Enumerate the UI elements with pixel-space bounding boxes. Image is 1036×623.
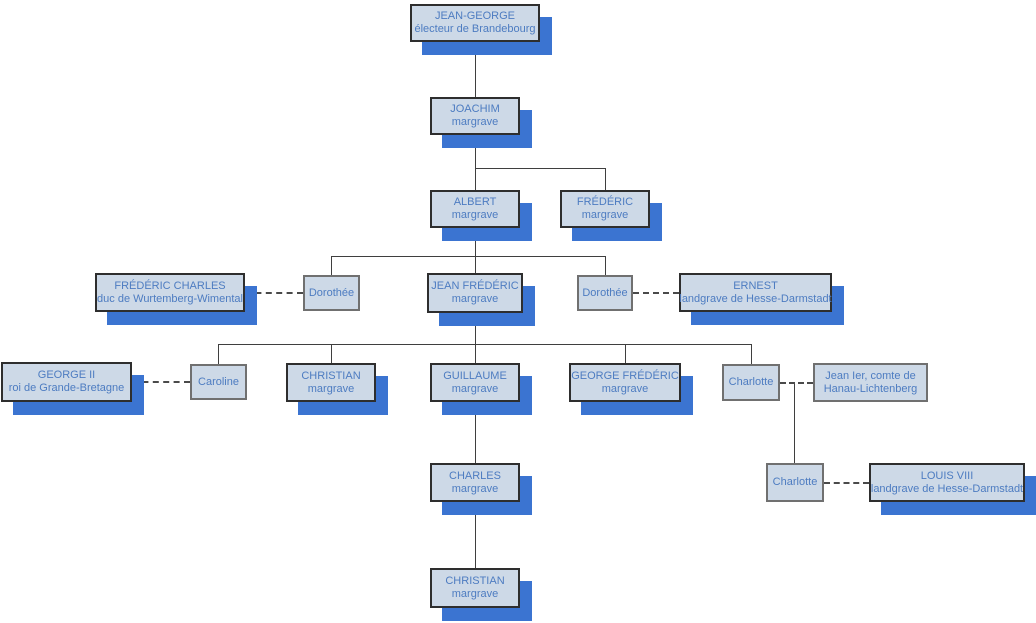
marriage-charlotte-louisviii bbox=[824, 482, 869, 484]
person-name: JOACHIM bbox=[450, 103, 500, 115]
connector-drop-christian bbox=[331, 344, 332, 363]
person-name: Dorothée bbox=[308, 286, 355, 299]
person-name: CHRISTIAN bbox=[445, 575, 505, 587]
person-name: Charlotte bbox=[772, 476, 818, 488]
node-charles[interactable]: CHARLES margrave bbox=[430, 463, 520, 502]
node-christian-2[interactable]: CHRISTIAN margrave bbox=[430, 568, 520, 608]
person-title: roi de Grande-Bretagne bbox=[8, 382, 125, 394]
person-title: landgrave de Hesse-Darmstadt bbox=[679, 292, 832, 305]
marriage-fredericcharles-dorothee bbox=[245, 292, 303, 294]
person-title: margrave bbox=[451, 116, 499, 128]
person-title: margrave bbox=[601, 382, 649, 395]
person-name: Jean Ier, comte de bbox=[825, 369, 916, 382]
node-george-ii[interactable]: GEORGE II roi de Grande-Bretagne bbox=[1, 362, 132, 402]
person-name: CHARLES bbox=[449, 469, 501, 482]
connector-drop-jean-frederic bbox=[475, 256, 476, 273]
person-title: margrave bbox=[451, 209, 499, 221]
node-dorothee-2[interactable]: Dorothée bbox=[577, 275, 633, 311]
connector-drop-george-frederic bbox=[625, 344, 626, 363]
marriage-charlotte-jean1er bbox=[780, 382, 813, 384]
connector-joachim-stem bbox=[475, 135, 476, 168]
connector-guillaume-charles bbox=[475, 402, 476, 463]
person-name: ALBERT bbox=[453, 196, 497, 208]
person-title: margrave bbox=[451, 293, 499, 305]
person-title: landgrave de Hesse-Darmstadt bbox=[870, 482, 1024, 495]
connector-jeanfrederic-stem bbox=[475, 313, 476, 344]
connector-jeangeorge-joachim bbox=[475, 42, 476, 97]
connector-albert-stem bbox=[475, 228, 476, 256]
node-ernest[interactable]: ERNEST landgrave de Hesse-Darmstadt bbox=[679, 273, 832, 312]
node-joachim[interactable]: JOACHIM margrave bbox=[430, 97, 520, 135]
person-name: GUILLAUME bbox=[443, 369, 507, 382]
person-name: FRÉDÉRIC bbox=[576, 196, 634, 208]
node-charlotte-1[interactable]: Charlotte bbox=[722, 364, 780, 401]
person-name: LOUIS VIII bbox=[920, 469, 974, 482]
node-dorothee-1[interactable]: Dorothée bbox=[303, 275, 360, 311]
person-title: margrave bbox=[451, 588, 499, 600]
person-name: Caroline bbox=[198, 375, 239, 388]
connector-jeanfrederic-children-bar bbox=[218, 344, 752, 345]
person-name: GEORGE II bbox=[37, 369, 96, 381]
node-jean-frederic[interactable]: JEAN FRÉDÉRIC margrave bbox=[427, 273, 523, 313]
connector-albert-children-bar bbox=[331, 256, 606, 257]
node-louis-viii[interactable]: LOUIS VIII landgrave de Hesse-Darmstadt bbox=[869, 463, 1025, 502]
node-albert[interactable]: ALBERT margrave bbox=[430, 190, 520, 228]
node-guillaume[interactable]: GUILLAUME margrave bbox=[430, 363, 520, 402]
person-name: Charlotte bbox=[728, 376, 774, 388]
person-title: margrave bbox=[307, 382, 355, 395]
person-name: JEAN FRÉDÉRIC bbox=[431, 280, 519, 292]
marriage-georgeii-caroline bbox=[132, 381, 190, 383]
person-title: Hanau-Lichtenberg bbox=[823, 382, 918, 395]
connector-charles-christian bbox=[475, 502, 476, 568]
person-title: margrave bbox=[581, 209, 629, 221]
person-name: ERNEST bbox=[733, 279, 778, 292]
connector-drop-charlotte-1 bbox=[751, 344, 752, 364]
connector-charlotte-union-child bbox=[794, 383, 795, 463]
person-name: JEAN-GEORGE bbox=[434, 10, 516, 22]
connector-drop-dorothee-2 bbox=[605, 256, 606, 275]
node-charlotte-2[interactable]: Charlotte bbox=[766, 463, 824, 502]
person-title: margrave bbox=[451, 482, 499, 495]
person-name: Dorothée bbox=[582, 286, 628, 299]
node-christian[interactable]: CHRISTIAN margrave bbox=[286, 363, 376, 402]
connector-drop-guillaume bbox=[475, 344, 476, 363]
person-name: FRÉDÉRIC CHARLES bbox=[114, 279, 226, 292]
person-title: margrave bbox=[451, 382, 499, 395]
connector-joachim-children-bar bbox=[475, 168, 606, 169]
node-frederic[interactable]: FRÉDÉRIC margrave bbox=[560, 190, 650, 228]
connector-drop-caroline bbox=[218, 344, 219, 364]
connector-drop-frederic bbox=[605, 168, 606, 190]
node-jean-george[interactable]: JEAN-GEORGE électeur de Brandebourg bbox=[410, 4, 540, 42]
person-name: GEORGE FRÉDÉRIC bbox=[571, 369, 679, 382]
connector-drop-albert bbox=[475, 168, 476, 190]
person-title: électeur de Brandebourg bbox=[414, 23, 536, 35]
node-george-frederic[interactable]: GEORGE FRÉDÉRIC margrave bbox=[569, 363, 681, 402]
person-title: duc de Wurtemberg-Wimental bbox=[97, 292, 243, 305]
marriage-dorothee-ernest bbox=[633, 292, 679, 294]
connector-drop-dorothee-1 bbox=[331, 256, 332, 275]
node-caroline[interactable]: Caroline bbox=[190, 364, 247, 400]
node-jean-1er[interactable]: Jean Ier, comte de Hanau-Lichtenberg bbox=[813, 363, 928, 402]
person-name: CHRISTIAN bbox=[301, 369, 361, 382]
node-frederic-charles[interactable]: FRÉDÉRIC CHARLES duc de Wurtemberg-Wimen… bbox=[95, 273, 245, 312]
